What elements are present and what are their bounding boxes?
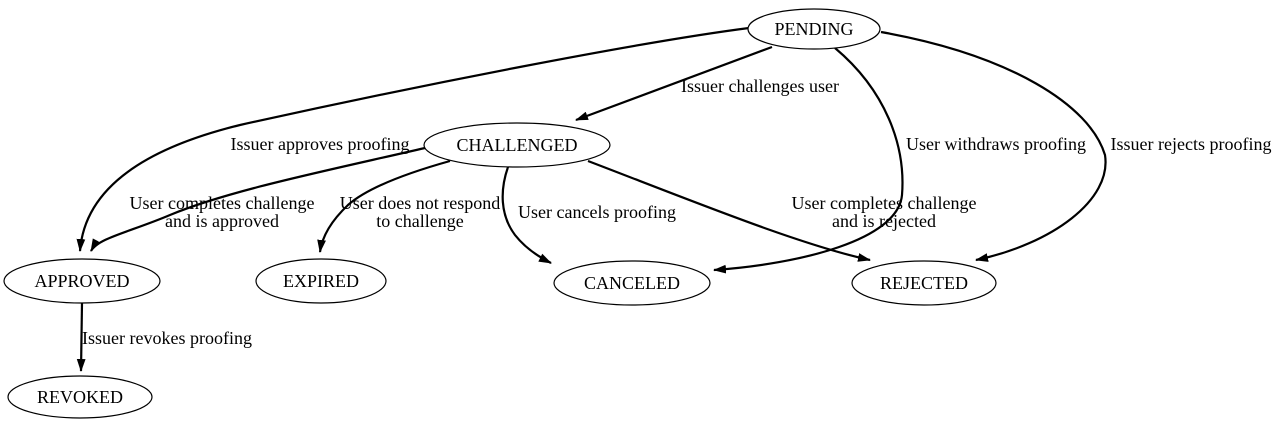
state-ellipse-expired	[255, 258, 387, 304]
transition-label-challenged-expired-line1: User does not respond	[340, 193, 500, 213]
state-node-rejected: REJECTED	[851, 260, 997, 306]
state-node-challenged: CHALLENGED	[423, 122, 611, 168]
transition-label-challenged-approved-line2: and is approved	[165, 211, 279, 231]
state-label-approved: APPROVED	[34, 271, 129, 291]
state-label-pending: PENDING	[775, 19, 854, 39]
transition-label-pending-rejected: Issuer rejects proofing	[1111, 134, 1272, 154]
transition-label-pending-challenged: Issuer challenges user	[681, 76, 839, 96]
transition-challenged-expired	[317, 159, 451, 253]
transition-challenged-rejected	[587, 159, 871, 262]
transition-label-pending-canceled: User withdraws proofing	[906, 134, 1086, 154]
state-ellipse-approved	[3, 258, 161, 304]
state-ellipse-canceled	[553, 260, 711, 306]
states-layer: PENDING CHALLENGED APPROVED EXPIRED CANCELED…	[3, 8, 997, 419]
transition-pending-approved	[76, 26, 750, 252]
state-label-rejected: REJECTED	[880, 273, 968, 293]
transition-label-challenged-approved-line1: User completes challenge	[130, 193, 315, 213]
transitions-layer	[76, 26, 1107, 372]
state-node-pending: PENDING	[747, 8, 881, 50]
state-label-canceled: CANCELED	[584, 273, 680, 293]
state-node-expired: EXPIRED	[255, 258, 387, 304]
transition-label-challenged-rejected-line1: User completes challenge	[792, 193, 977, 213]
state-label-expired: EXPIRED	[283, 271, 359, 291]
state-node-approved: APPROVED	[3, 258, 161, 304]
transition-pending-rejected	[880, 30, 1107, 262]
state-ellipse-revoked	[7, 375, 153, 419]
state-label-challenged: CHALLENGED	[457, 135, 578, 155]
state-ellipse-pending	[747, 8, 881, 50]
state-ellipse-challenged	[423, 122, 611, 168]
state-label-revoked: REVOKED	[37, 387, 123, 407]
transition-pending-challenged	[575, 45, 773, 122]
transition-label-challenged-expired-line2: to challenge	[376, 211, 463, 231]
transition-challenged-approved	[90, 146, 426, 252]
transition-label-challenged-rejected-line2: and is rejected	[832, 211, 936, 231]
state-node-revoked: REVOKED	[7, 375, 153, 419]
transition-pending-canceled	[713, 47, 904, 274]
transition-label-pending-approved: Issuer approves proofing	[231, 134, 410, 154]
state-ellipse-rejected	[851, 260, 997, 306]
transition-approved-revoked	[76, 302, 86, 372]
state-node-canceled: CANCELED	[553, 260, 711, 306]
transition-challenged-canceled	[501, 166, 552, 264]
transition-label-approved-revoked: Issuer revokes proofing	[82, 328, 252, 348]
transition-label-challenged-canceled: User cancels proofing	[518, 202, 676, 222]
